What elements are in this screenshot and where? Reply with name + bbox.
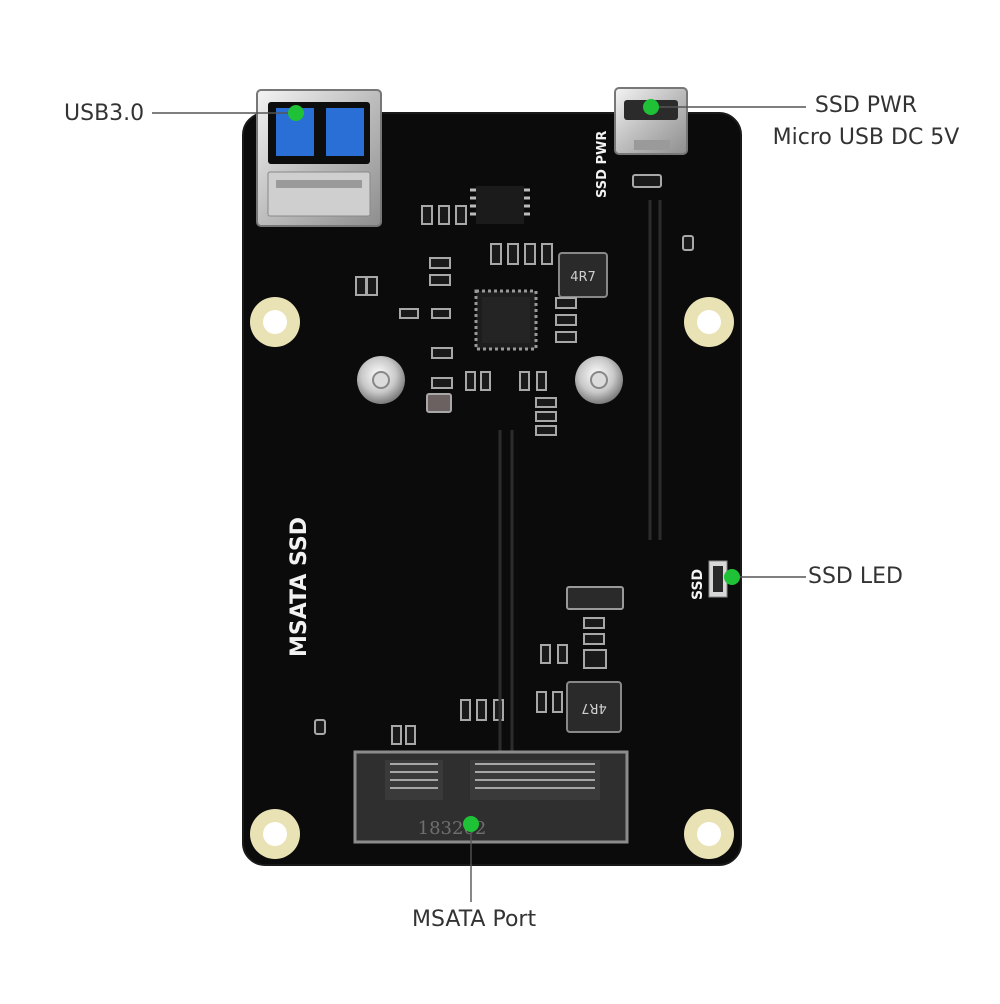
- mounting-hole: [684, 809, 734, 859]
- marker-ssd-led: [724, 569, 740, 585]
- callout-ssd-pwr-line2: Micro USB DC 5V: [772, 125, 960, 150]
- inductor-top: 4R7: [558, 252, 608, 298]
- inductor-bottom: 4R7: [566, 681, 622, 733]
- silkscreen-ssd: SSD: [690, 569, 706, 600]
- callout-usb3: USB3.0: [64, 98, 144, 130]
- mounting-hole: [684, 297, 734, 347]
- micro-usb-port: [614, 87, 688, 155]
- mounting-hole: [250, 297, 300, 347]
- callout-ssd-pwr-line1: SSD PWR: [814, 93, 918, 118]
- mounting-hole: [250, 809, 300, 859]
- callout-ssd-led: SSD LED: [808, 561, 903, 593]
- inductor-top-label: 4R7: [570, 270, 596, 285]
- silkscreen-ssd-pwr: SSD PWR: [595, 131, 610, 198]
- callout-ssd-led-text: SSD LED: [808, 564, 903, 589]
- flash-chip: [470, 186, 530, 224]
- standoff-nut: [575, 356, 623, 404]
- usb3-port: [256, 89, 382, 227]
- diode: [566, 586, 624, 610]
- inductor-bottom-label: 4R7: [581, 700, 607, 715]
- standoff-nut: [357, 356, 405, 404]
- silkscreen-msata-ssd: MSATA SSD: [287, 517, 312, 657]
- marker-usb3: [288, 105, 304, 121]
- controller-chip: [474, 289, 538, 351]
- callout-usb3-text: USB3.0: [64, 101, 145, 126]
- marker-ssd-pwr: [643, 99, 659, 115]
- callout-msata-port-text: MSATA Port: [412, 907, 537, 932]
- callout-msata-port: MSATA Port: [412, 904, 536, 936]
- callout-ssd-pwr: SSD PWR Micro USB DC 5V: [766, 90, 966, 154]
- ssd-led-component: [708, 560, 728, 598]
- msata-connector: 183202: [353, 750, 629, 844]
- passive-components: [314, 174, 694, 745]
- callout-lines: [152, 106, 806, 902]
- pcb-traces: [498, 200, 662, 760]
- marker-msata-port: [463, 816, 479, 832]
- pcb-body: [243, 113, 741, 865]
